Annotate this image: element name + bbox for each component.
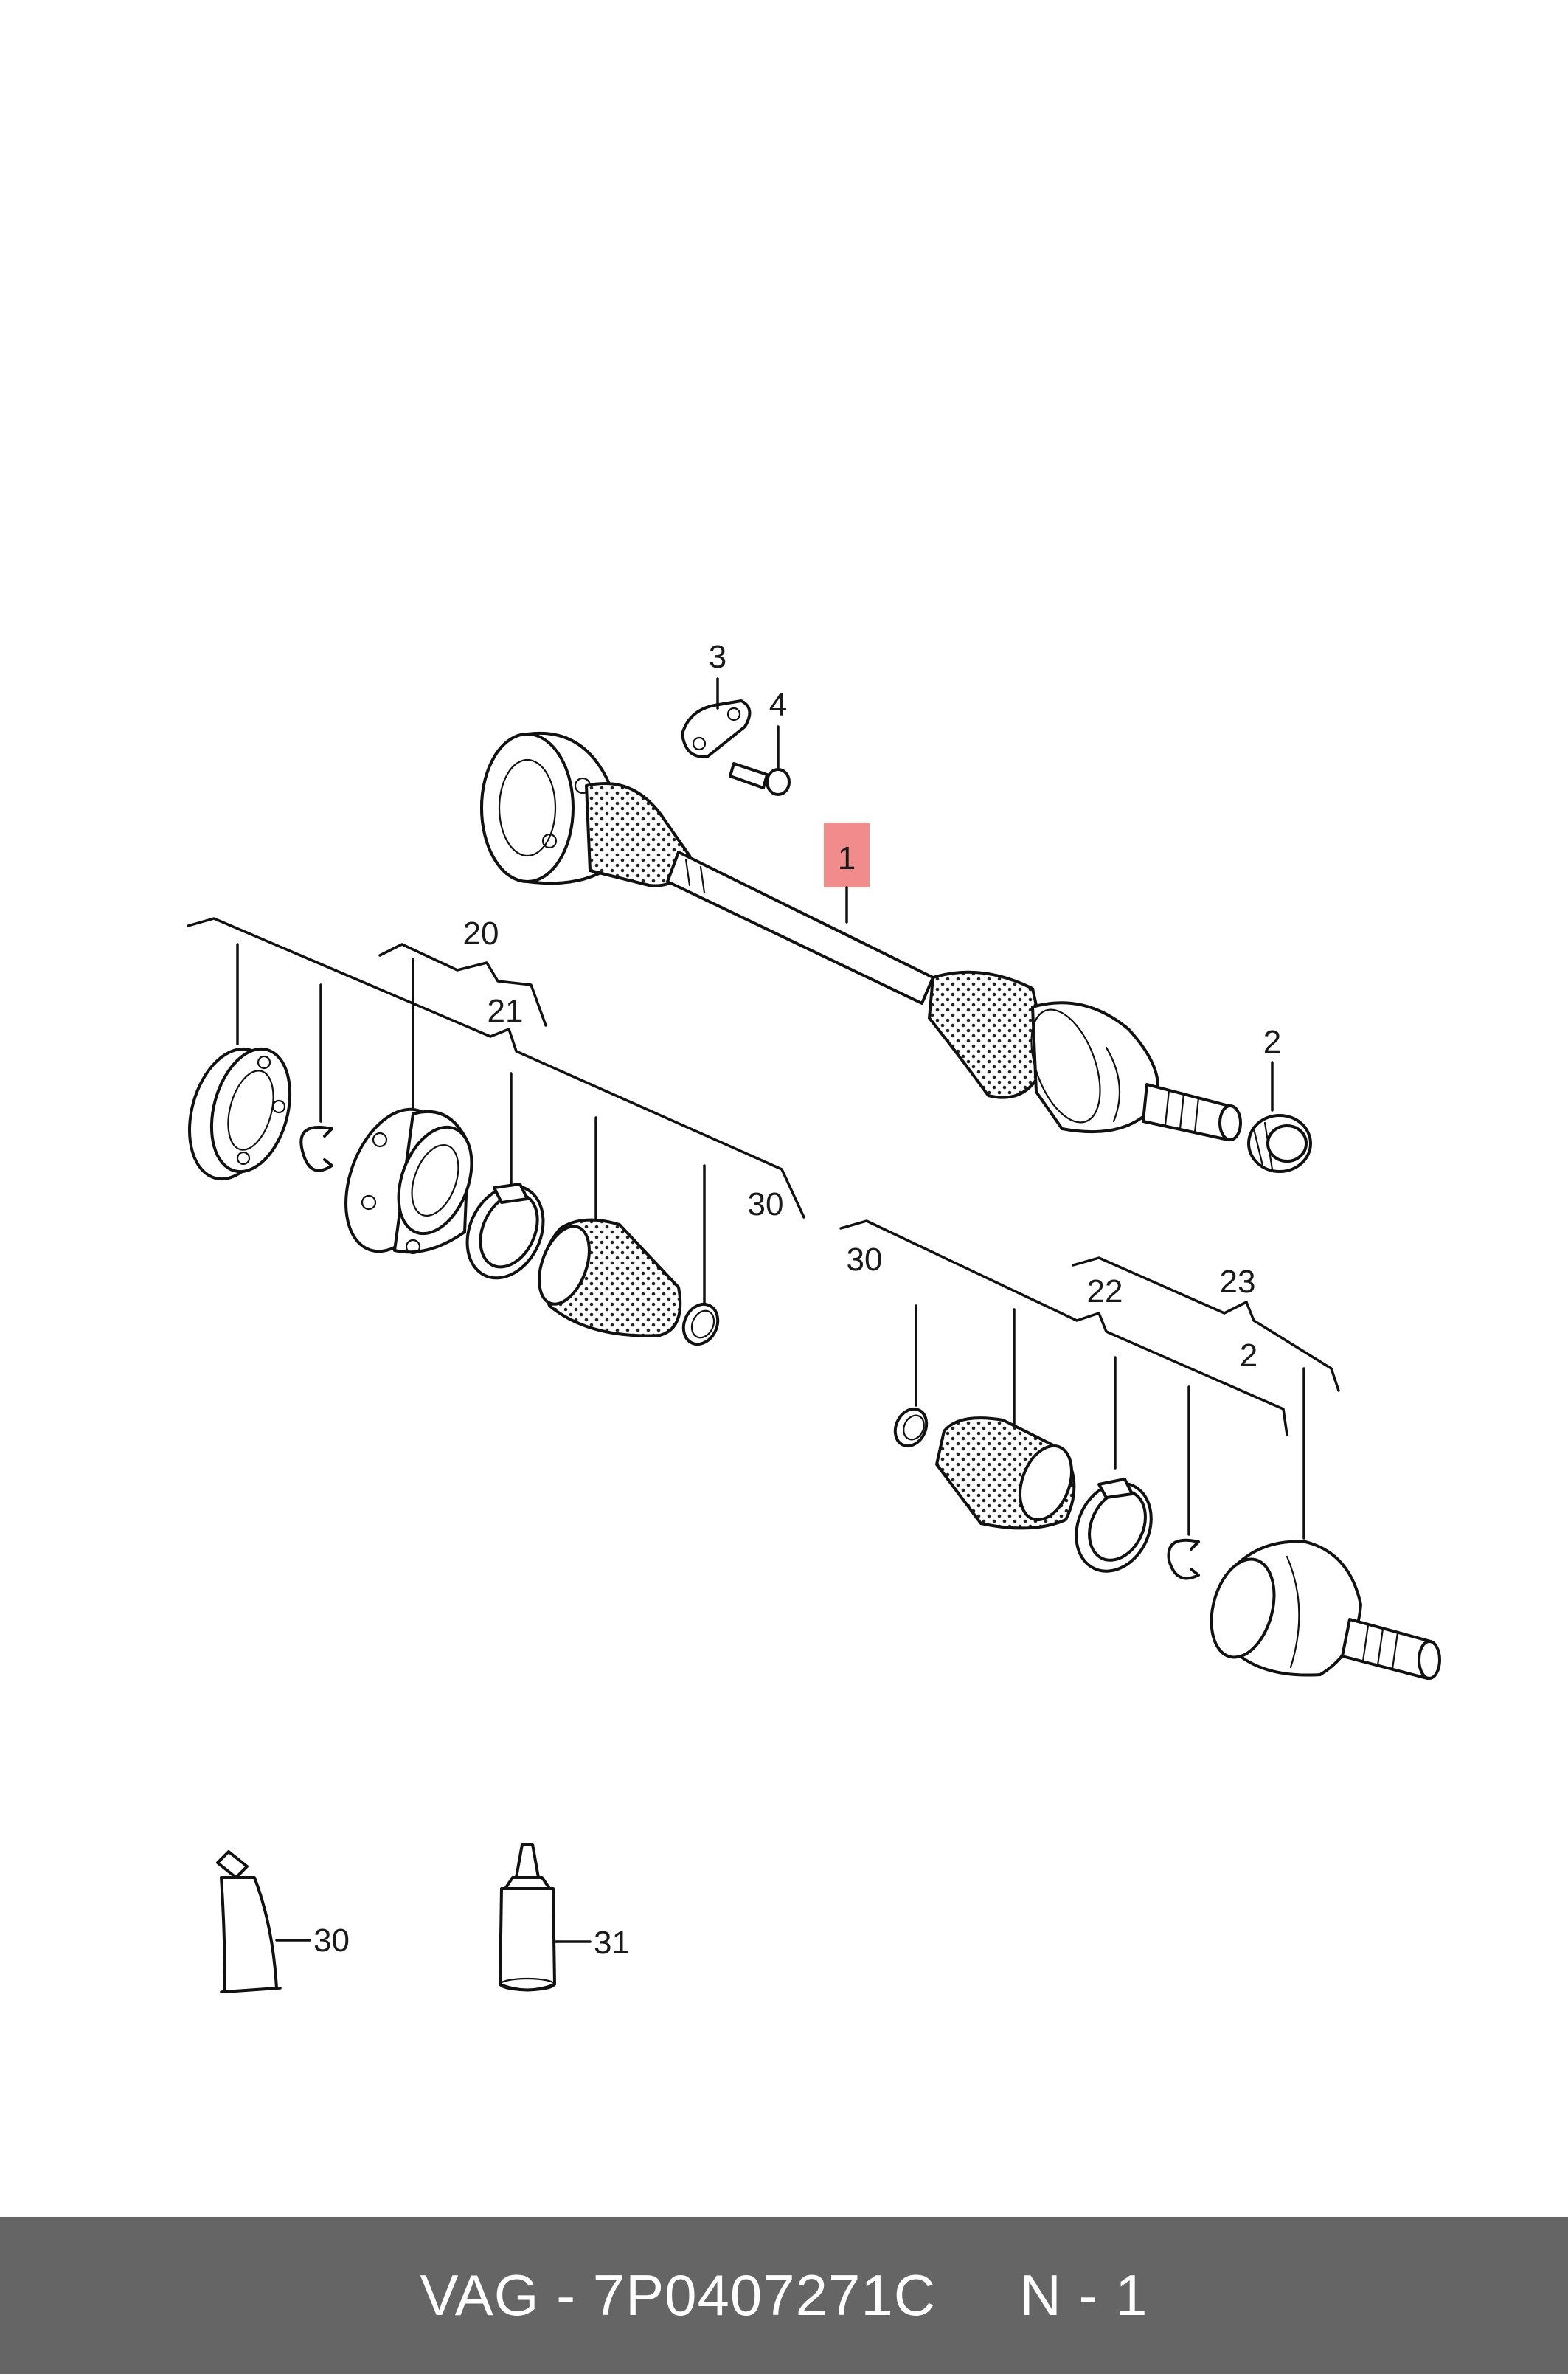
callout-label: 2 [1263, 1024, 1281, 1060]
boot-clamp [465, 1183, 545, 1280]
callout-30-left[interactable]: 30 [748, 1186, 784, 1222]
exploded-parts-diagram: 1 2 3 4 [187, 639, 1441, 1993]
small-clamp [893, 1407, 929, 1448]
dust-cap [187, 1047, 292, 1181]
part-number: 7P0407271C [592, 2263, 937, 2328]
callout-label: 30 [847, 1242, 883, 1278]
grease-tube [216, 1850, 282, 1993]
boot-clamp [1075, 1478, 1153, 1573]
callout-label: 22 [1087, 1273, 1123, 1309]
callout-label: 31 [594, 1925, 630, 1961]
bolt [729, 762, 791, 796]
lock-plate [681, 699, 752, 758]
highlight-marker [824, 823, 870, 887]
callout-label: 21 [488, 993, 524, 1029]
small-clamp [681, 1302, 720, 1346]
hub-nut [1247, 1114, 1312, 1173]
callout-30-right[interactable]: 30 [847, 1242, 883, 1278]
callout-30-tube[interactable]: 30 [275, 1923, 350, 1959]
callout-label: 4 [769, 687, 787, 723]
callout-2-bracket[interactable]: 2 [1240, 1337, 1257, 1374]
circlip [1167, 1538, 1200, 1580]
callout-23[interactable]: 23 [1220, 1264, 1256, 1300]
callout-22[interactable]: 22 [1087, 1273, 1123, 1309]
bracket-23 [1072, 1256, 1340, 1392]
separator: - [556, 2263, 577, 2328]
inner-joint [344, 1107, 473, 1255]
callout-label: 1 [838, 840, 856, 876]
callout-21[interactable]: 21 [488, 993, 524, 1029]
callout-label: 3 [709, 639, 726, 675]
part-number-caption: VAG - 7P0407271C N - 1 [420, 2262, 1148, 2329]
callout-2-top[interactable]: 2 [1263, 1024, 1281, 1112]
drive-shaft-assembly [480, 731, 1242, 1141]
position-label: N - 1 [1019, 2263, 1148, 2328]
callout-1[interactable]: 1 [824, 823, 870, 924]
outer-cv-joint [1210, 1540, 1441, 1680]
callout-label: 30 [313, 1923, 350, 1959]
callout-label: 20 [463, 916, 499, 952]
callout-4[interactable]: 4 [769, 687, 787, 769]
bracket-line-right [839, 1219, 1288, 1436]
callout-3[interactable]: 3 [709, 639, 726, 710]
brand: VAG [420, 2263, 540, 2328]
callout-label: 2 [1240, 1337, 1257, 1374]
sealant-bottle [499, 1843, 556, 1992]
callout-label: 23 [1220, 1264, 1256, 1300]
callout-label: 30 [748, 1186, 784, 1222]
circlip [299, 1126, 333, 1172]
bracket-line-left [187, 917, 805, 1219]
callout-20[interactable]: 20 [463, 916, 499, 952]
bracket-20-21 [378, 943, 547, 1027]
footer-bar: VAG - 7P0407271C N - 1 [0, 2217, 1568, 2374]
callout-31[interactable]: 31 [553, 1925, 630, 1961]
